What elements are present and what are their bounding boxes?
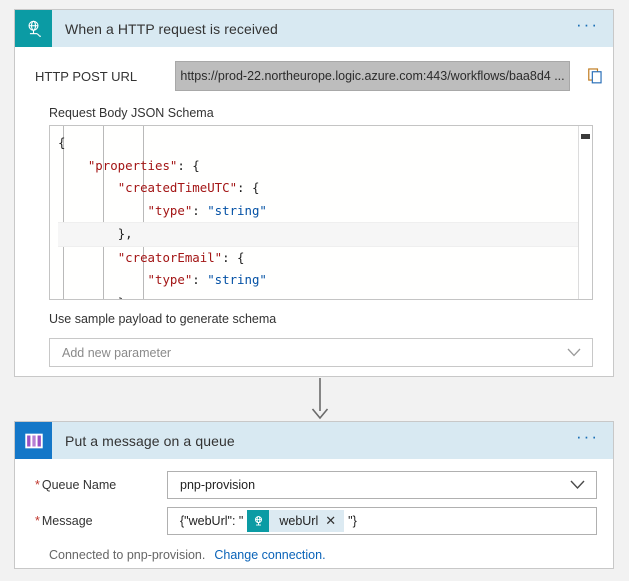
json-token: : { xyxy=(177,158,199,173)
editor-scrollbar-thumb[interactable] xyxy=(581,134,590,139)
json-code-line: { xyxy=(58,132,592,155)
add-new-parameter-dropdown[interactable]: Add new parameter xyxy=(49,338,593,367)
trigger-card-menu-button[interactable]: ··· xyxy=(576,20,613,37)
connection-status-row: Connected to pnp-provision.Change connec… xyxy=(15,535,613,562)
close-icon[interactable]: ✕ xyxy=(325,513,344,529)
editor-scrollbar[interactable] xyxy=(578,126,592,299)
add-new-parameter-placeholder: Add new parameter xyxy=(50,346,567,360)
change-connection-link[interactable]: Change connection. xyxy=(205,548,325,562)
action-card: Put a message on a queue ··· *Queue Name… xyxy=(14,421,614,569)
action-card-title: Put a message on a queue xyxy=(52,433,576,449)
json-schema-editor[interactable]: { "properties": { "createdTimeUTC": { "t… xyxy=(49,125,593,300)
json-code-line: }, xyxy=(58,292,592,301)
queue-name-value: pnp-provision xyxy=(168,478,570,492)
json-token: "properties" xyxy=(88,158,178,173)
message-suffix-text: "} xyxy=(348,514,357,528)
connection-status-text: Connected to pnp-provision. xyxy=(49,548,205,562)
json-schema-code[interactable]: { "properties": { "createdTimeUTC": { "t… xyxy=(50,126,592,300)
json-code-line: }, xyxy=(58,222,592,247)
http-globe-icon xyxy=(15,10,52,47)
json-code-line: "type": "string" xyxy=(58,269,592,292)
json-token: { xyxy=(58,135,65,150)
json-token: }, xyxy=(118,226,133,241)
trigger-card: When a HTTP request is received ··· HTTP… xyxy=(14,9,614,377)
json-token: "type" xyxy=(148,272,193,287)
json-token: "creatorEmail" xyxy=(118,250,222,265)
json-token: : { xyxy=(222,250,244,265)
queue-name-label: *Queue Name xyxy=(35,478,167,492)
queue-name-row: *Queue Name pnp-provision xyxy=(15,459,613,499)
use-sample-payload-link[interactable]: Use sample payload to generate schema xyxy=(15,300,613,326)
queue-icon xyxy=(15,422,52,459)
request-body-json-schema-label: Request Body JSON Schema xyxy=(15,91,613,125)
copy-icon[interactable] xyxy=(584,65,606,87)
json-token: : xyxy=(192,203,207,218)
trigger-card-body: HTTP POST URL https://prod-22.northeurop… xyxy=(15,47,613,367)
message-label-text: Message xyxy=(42,514,93,528)
queue-name-select[interactable]: pnp-provision xyxy=(167,471,597,499)
message-row: *Message {"webUrl": " webUrl xyxy=(15,499,613,535)
action-card-body: *Queue Name pnp-provision *Message {"web… xyxy=(15,459,613,562)
action-card-menu-button[interactable]: ··· xyxy=(576,432,613,449)
json-token: "createdTimeUTC" xyxy=(118,180,237,195)
json-token: "type" xyxy=(148,203,193,218)
chevron-down-icon xyxy=(567,348,592,357)
required-marker: * xyxy=(35,478,42,492)
action-card-header[interactable]: Put a message on a queue ··· xyxy=(15,422,613,459)
message-input[interactable]: {"webUrl": " webUrl ✕ "} xyxy=(167,507,597,535)
json-token: : { xyxy=(237,180,259,195)
json-token: : xyxy=(192,272,207,287)
message-label: *Message xyxy=(35,514,167,528)
dynamic-content-token[interactable]: webUrl ✕ xyxy=(247,510,344,532)
queue-name-label-text: Queue Name xyxy=(42,478,116,492)
flow-connector-arrow xyxy=(305,378,335,420)
http-post-url-value: https://prod-22.northeurope.logic.azure.… xyxy=(175,61,570,91)
json-token: }, xyxy=(118,295,133,301)
message-prefix-text: {"webUrl": " xyxy=(180,514,243,528)
required-marker: * xyxy=(35,514,42,528)
json-code-line: "createdTimeUTC": { xyxy=(58,177,592,200)
token-label: webUrl xyxy=(269,514,325,528)
json-code-line: "creatorEmail": { xyxy=(58,247,592,270)
trigger-card-header[interactable]: When a HTTP request is received ··· xyxy=(15,10,613,47)
json-code-line: "type": "string" xyxy=(58,200,592,223)
chevron-down-icon xyxy=(570,480,596,490)
json-code-line: "properties": { xyxy=(58,155,592,178)
json-token: "string" xyxy=(207,203,267,218)
json-token: "string" xyxy=(207,272,267,287)
http-globe-icon xyxy=(247,510,269,532)
http-post-url-label: HTTP POST URL xyxy=(35,69,175,84)
http-post-url-row: HTTP POST URL https://prod-22.northeurop… xyxy=(15,47,613,91)
trigger-card-title: When a HTTP request is received xyxy=(52,21,576,37)
